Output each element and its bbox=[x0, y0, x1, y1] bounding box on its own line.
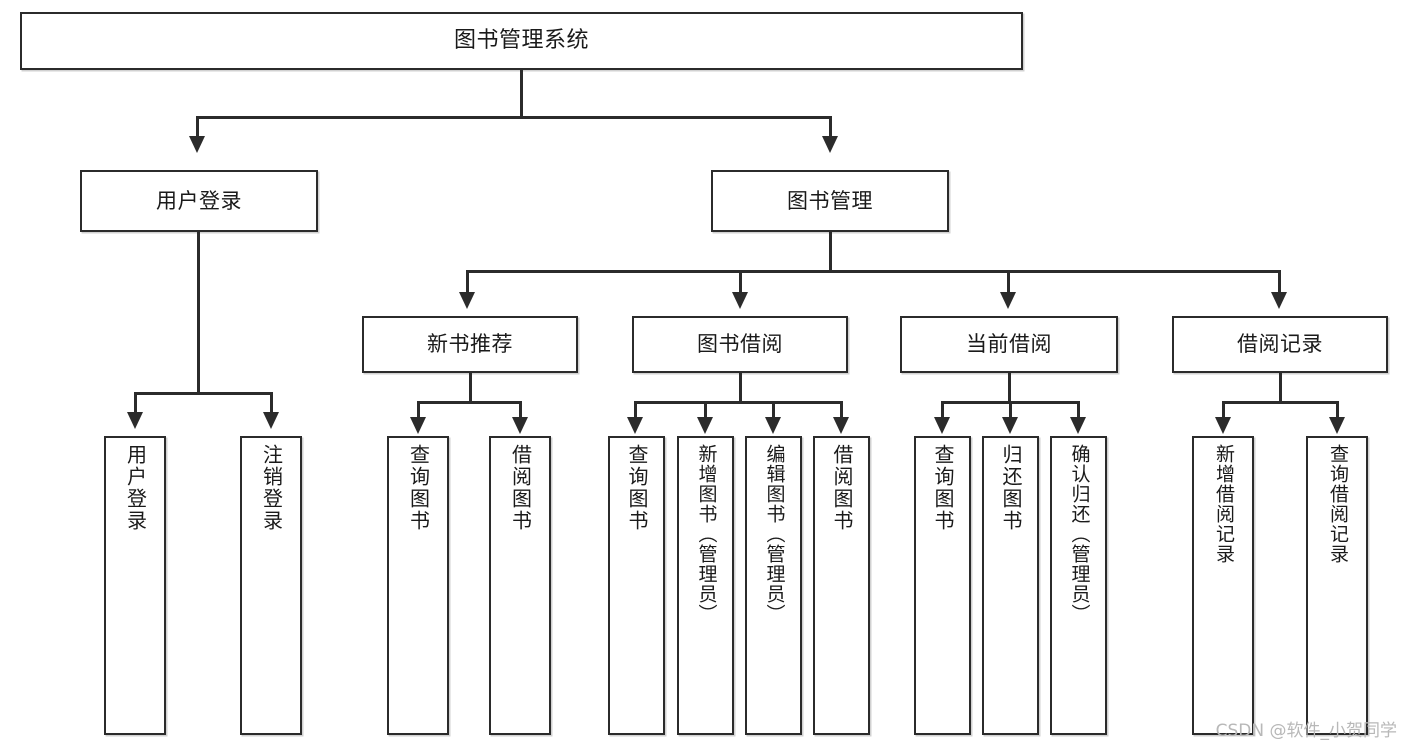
arrowhead-bm-to-new-book bbox=[459, 292, 475, 309]
leaf-add-book-admin[interactable]: 新增图书（管理员） bbox=[677, 436, 734, 735]
connector-borrow-record-stem bbox=[1279, 373, 1282, 403]
connector-book-management-bus bbox=[466, 270, 1280, 273]
connector-book-management-stem bbox=[829, 232, 832, 272]
leaf-user-login[interactable]: 用户登录 bbox=[104, 436, 166, 735]
node-label: 查询借阅记录 bbox=[1326, 444, 1349, 564]
arrowhead-cb-to-leaf-1 bbox=[934, 417, 950, 434]
connector-cb-to-leaf-2 bbox=[1009, 401, 1012, 419]
leaf-borrow-book-recommend[interactable]: 借阅图书 bbox=[489, 436, 551, 735]
arrowhead-cb-to-leaf-2 bbox=[1002, 417, 1018, 434]
node-label: 图书管理 bbox=[787, 188, 873, 213]
node-label: 查询图书 bbox=[406, 444, 431, 532]
node-label: 新增图书（管理员） bbox=[695, 444, 718, 624]
node-current-borrow[interactable]: 当前借阅 bbox=[900, 316, 1118, 373]
connector-new-book-to-leaf-1 bbox=[417, 401, 420, 419]
connector-user-login-bus bbox=[134, 392, 270, 395]
leaf-borrow-book[interactable]: 借阅图书 bbox=[813, 436, 870, 735]
connector-new-book-to-leaf-2 bbox=[519, 401, 522, 419]
arrowhead-new-book-to-leaf-1 bbox=[410, 417, 426, 434]
connector-bb-to-leaf-3 bbox=[772, 401, 775, 419]
arrowhead-bm-to-borrow-record bbox=[1271, 292, 1287, 309]
node-label: 借阅图书 bbox=[508, 444, 533, 532]
connector-user-login-to-leaf-1 bbox=[134, 392, 137, 414]
arrowhead-br-to-leaf-1 bbox=[1215, 417, 1231, 434]
leaf-return-book[interactable]: 归还图书 bbox=[982, 436, 1039, 735]
connector-book-borrow-stem bbox=[739, 373, 742, 403]
leaf-query-book-recommend[interactable]: 查询图书 bbox=[387, 436, 449, 735]
arrowhead-root-to-book-management bbox=[822, 136, 838, 153]
node-borrow-record[interactable]: 借阅记录 bbox=[1172, 316, 1388, 373]
connector-cb-to-leaf-1 bbox=[941, 401, 944, 419]
node-book-management[interactable]: 图书管理 bbox=[711, 170, 949, 232]
leaf-add-borrow-record[interactable]: 新增借阅记录 bbox=[1192, 436, 1254, 735]
node-label: 用户登录 bbox=[156, 188, 242, 213]
arrowhead-bm-to-book-borrow bbox=[732, 292, 748, 309]
arrowhead-user-login-to-leaf-2 bbox=[263, 412, 279, 429]
connector-bm-to-book-borrow bbox=[739, 270, 742, 294]
node-label: 注销登录 bbox=[259, 444, 284, 532]
arrowhead-bb-to-leaf-3 bbox=[765, 417, 781, 434]
node-label: 借阅图书 bbox=[830, 444, 854, 532]
leaf-query-book-borrow[interactable]: 查询图书 bbox=[608, 436, 665, 735]
node-book-borrow[interactable]: 图书借阅 bbox=[632, 316, 848, 373]
node-label: 图书管理系统 bbox=[453, 28, 589, 54]
connector-bb-to-leaf-1 bbox=[634, 401, 637, 419]
connector-root-to-book-management bbox=[829, 116, 832, 138]
arrowhead-user-login-to-leaf-1 bbox=[127, 412, 143, 429]
leaf-confirm-return-admin[interactable]: 确认归还（管理员） bbox=[1050, 436, 1107, 735]
leaf-query-borrow-record[interactable]: 查询借阅记录 bbox=[1306, 436, 1368, 735]
node-label: 新增借阅记录 bbox=[1212, 444, 1235, 564]
connector-current-borrow-stem bbox=[1008, 373, 1011, 403]
leaf-logout[interactable]: 注销登录 bbox=[240, 436, 302, 735]
arrowhead-bb-to-leaf-1 bbox=[627, 417, 643, 434]
arrowhead-root-to-user-login bbox=[189, 136, 205, 153]
connector-bb-to-leaf-4 bbox=[840, 401, 843, 419]
arrowhead-bm-to-current-borrow bbox=[1000, 292, 1016, 309]
connector-user-login-to-leaf-2 bbox=[270, 392, 273, 414]
node-label: 查询图书 bbox=[625, 444, 649, 532]
connector-bm-to-current-borrow bbox=[1007, 270, 1010, 294]
node-label: 图书借阅 bbox=[697, 332, 783, 357]
node-label: 新书推荐 bbox=[427, 332, 513, 357]
arrowhead-bb-to-leaf-4 bbox=[833, 417, 849, 434]
watermark-text: CSDN @软件_小贺同学 bbox=[1215, 721, 1397, 741]
connector-new-book-bus bbox=[417, 401, 522, 404]
node-label: 归还图书 bbox=[999, 444, 1023, 532]
connector-cb-to-leaf-3 bbox=[1077, 401, 1080, 419]
connector-bm-to-new-book bbox=[466, 270, 469, 294]
connector-bm-to-borrow-record bbox=[1278, 270, 1281, 294]
arrowhead-new-book-to-leaf-2 bbox=[512, 417, 528, 434]
node-label: 用户登录 bbox=[123, 444, 148, 532]
connector-root-to-user-login bbox=[196, 116, 199, 138]
node-label: 借阅记录 bbox=[1237, 332, 1323, 357]
node-root-book-management-system[interactable]: 图书管理系统 bbox=[20, 12, 1023, 70]
connector-user-login-stem bbox=[197, 232, 200, 394]
arrowhead-cb-to-leaf-3 bbox=[1070, 417, 1086, 434]
connector-root-bus bbox=[196, 116, 830, 119]
connector-root-stem bbox=[520, 70, 523, 118]
node-label: 确认归还（管理员） bbox=[1068, 444, 1091, 624]
node-user-login[interactable]: 用户登录 bbox=[80, 170, 318, 232]
connector-book-borrow-bus bbox=[634, 401, 842, 404]
connector-br-to-leaf-2 bbox=[1336, 401, 1339, 419]
connector-br-to-leaf-1 bbox=[1222, 401, 1225, 419]
connector-new-book-stem bbox=[469, 373, 472, 403]
node-new-book-recommend[interactable]: 新书推荐 bbox=[362, 316, 578, 373]
arrowhead-bb-to-leaf-2 bbox=[697, 417, 713, 434]
node-label: 当前借阅 bbox=[966, 332, 1052, 357]
connector-bb-to-leaf-2 bbox=[704, 401, 707, 419]
leaf-edit-book-admin[interactable]: 编辑图书（管理员） bbox=[745, 436, 802, 735]
connector-borrow-record-bus bbox=[1222, 401, 1339, 404]
node-label: 查询图书 bbox=[931, 444, 955, 532]
leaf-query-book-current[interactable]: 查询图书 bbox=[914, 436, 971, 735]
node-label: 编辑图书（管理员） bbox=[763, 444, 786, 624]
arrowhead-br-to-leaf-2 bbox=[1329, 417, 1345, 434]
